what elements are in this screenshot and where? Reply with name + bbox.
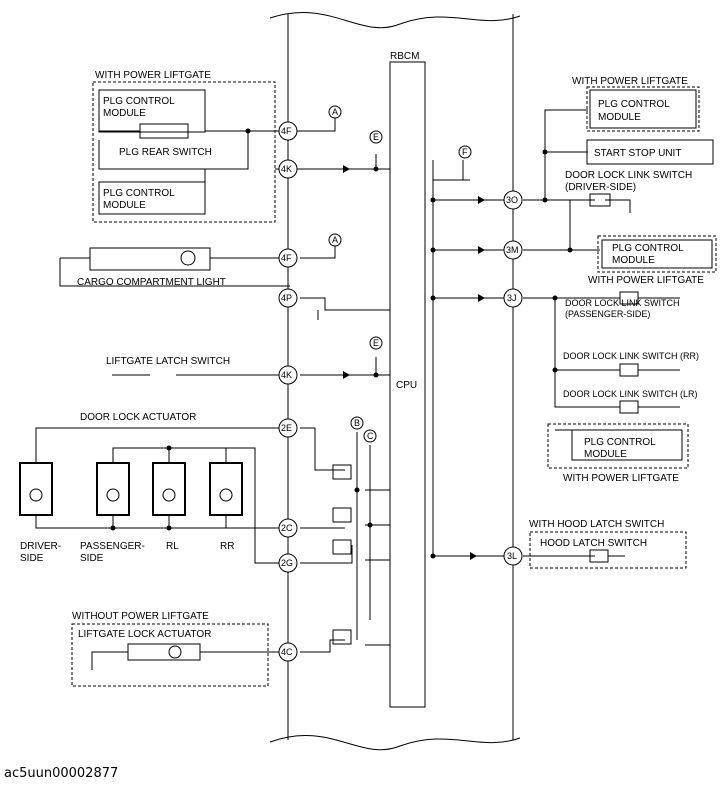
plg-ctrl-top-line1: PLG CONTROL [598,99,670,110]
dll-lr-label: DOOR LOCK LINK SWITCH (LR) [563,389,698,399]
dll-driver-line2: (DRIVER-SIDE) [565,182,636,193]
pin-3o: 3O [506,195,518,205]
pin-2e: 2E [281,423,292,433]
pin-2g: 2G [281,558,293,568]
no-plg-group-label: WITHOUT POWER LIFTGATE [72,611,209,622]
plg-ctrl-mid-line1: PLG CONTROL [612,243,684,254]
pin-4f-a: 4F [281,126,292,136]
door-passenger-line2: SIDE [80,553,104,564]
door-rr-label: RR [220,541,234,552]
rbcm-label: RBCM [390,51,419,62]
ref-a-1: A [332,107,338,117]
plg-group-label: WITH POWER LIFTGATE [95,70,211,81]
pin-2c: 2C [281,523,293,533]
ref-e-1: E [373,132,379,142]
pin-4k-a: 4K [281,164,292,174]
pin-3l: 3L [507,551,517,561]
plg-rear-switch-label: PLG REAR SWITCH [119,147,212,158]
plg-ctrl-1-line2: MODULE [103,108,146,119]
pin-4p: 4P [281,293,292,303]
dll-passenger-line1: DOOR LOCK LINK SWITCH [565,298,680,308]
plg-group-top-label: WITH POWER LIFTGATE [572,76,688,87]
plg-ctrl-1-line1: PLG CONTROL [103,96,175,107]
pin-4k-b: 4K [281,370,292,380]
plg-ctrl-bottom-line2: MODULE [584,449,627,460]
dll-passenger-line2: (PASSENGER-SIDE) [565,309,650,319]
cargo-light-label: CARGO COMPARTMENT LIGHT [77,277,226,288]
hood-group-label: WITH HOOD LATCH SWITCH [529,519,664,530]
plg-ctrl-top-line2: MODULE [598,112,641,123]
ref-a-2: A [332,235,338,245]
plg-group-mid-label: WITH POWER LIFTGATE [588,275,704,286]
door-rl-label: RL [166,541,179,552]
ref-c: C [367,431,374,441]
ref-e-2: E [373,338,379,348]
start-stop-label: START STOP UNIT [594,148,681,159]
figure-caption: ac5uun00002877 [4,766,119,781]
door-driver-line1: DRIVER- [20,541,61,552]
cpu-label: CPU [396,380,417,391]
door-driver-line2: SIDE [20,553,44,564]
pin-4c: 4C [281,647,293,657]
dll-rr-label: DOOR LOCK LINK SWITCH (RR) [563,351,699,361]
liftgate-lock-actuator-label: LIFTGATE LOCK ACTUATOR [78,629,211,640]
ref-f: F [462,147,468,157]
dll-driver-line1: DOOR LOCK LINK SWITCH [565,170,692,181]
door-passenger-line1: PASSENGER- [80,541,145,552]
door-lock-actuator-label: DOOR LOCK ACTUATOR [80,412,196,423]
ref-b: B [354,418,360,428]
plg-ctrl-mid-line2: MODULE [612,255,655,266]
hood-switch-label: HOOD LATCH SWITCH [540,538,647,549]
pin-4f-b: 4F [281,253,292,263]
plg-group-bottom-label: WITH POWER LIFTGATE [563,473,679,484]
pin-3j: 3J [507,293,517,303]
pin-3m: 3M [506,245,519,255]
plg-ctrl-2-line2: MODULE [103,200,146,211]
plg-ctrl-2-line1: PLG CONTROL [103,188,175,199]
plg-ctrl-bottom-line1: PLG CONTROL [584,437,656,448]
liftgate-latch-label: LIFTGATE LATCH SWITCH [106,356,230,367]
